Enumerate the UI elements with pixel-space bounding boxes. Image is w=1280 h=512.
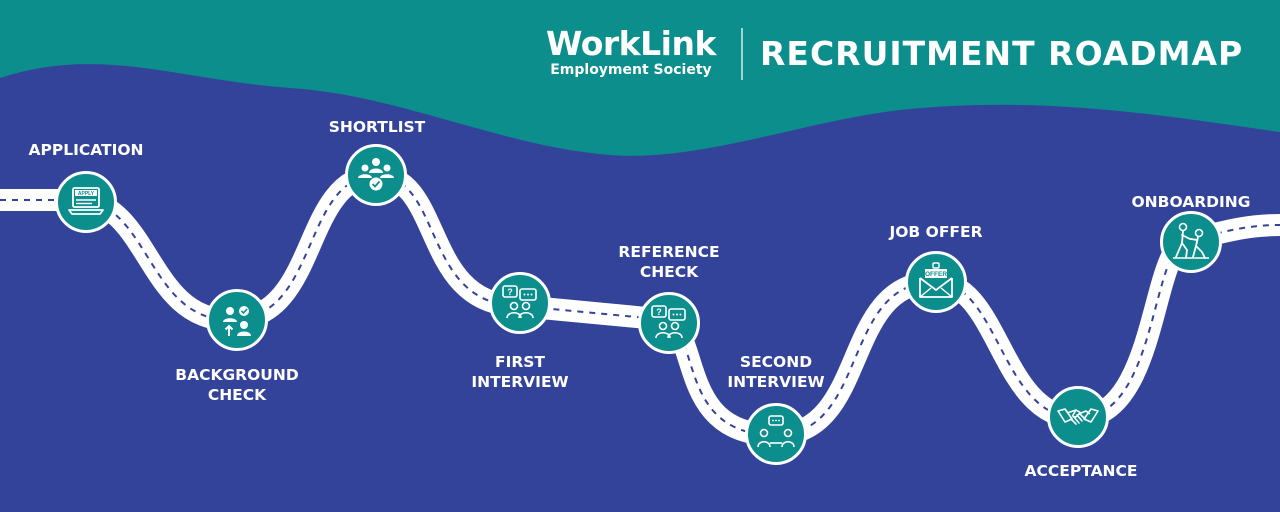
step-label-reference-check: REFERENCE CHECK: [618, 243, 720, 281]
brand-logo: WorkLink Employment Society: [546, 26, 716, 79]
helping-hand-icon: [1173, 222, 1209, 259]
step-label-application: APPLICATION: [28, 141, 144, 159]
step-node-second-interview: [745, 403, 807, 465]
people-check-icon: [223, 306, 251, 336]
step-node-acceptance: [1047, 386, 1109, 448]
handshake-icon: [1057, 408, 1099, 425]
step-node-reference-check: ?: [638, 292, 700, 354]
step-node-onboarding: [1160, 211, 1222, 273]
step-label-job-offer: JOB OFFER: [889, 223, 983, 241]
svg-text:OFFER: OFFER: [925, 271, 947, 278]
step-node-first-interview: ?: [489, 272, 551, 334]
road-center-line: [0, 173, 1280, 437]
step-label-background-check: BACKGROUND CHECK: [175, 366, 299, 404]
step-node-background-check: [206, 289, 268, 351]
header-divider: [741, 28, 743, 80]
svg-text:?: ?: [507, 287, 513, 297]
chat-bubbles-icon: ?: [651, 305, 686, 339]
brand-subtitle: Employment Society: [550, 62, 712, 78]
step-label-second-interview: SECOND INTERVIEW: [727, 353, 825, 391]
step-node-application: APPLY: [55, 171, 117, 233]
chat-bubbles-icon: ?: [502, 285, 537, 319]
offer-envelope-icon: OFFER: [919, 262, 953, 298]
step-label-shortlist: SHORTLIST: [328, 118, 426, 136]
apply-laptop-icon: APPLY: [68, 187, 104, 215]
step-label-first-interview: FIRST INTERVIEW: [471, 353, 569, 391]
page-title: RECRUITMENT ROADMAP: [760, 34, 1244, 73]
interview-icon: [757, 415, 795, 448]
svg-text:?: ?: [656, 307, 662, 317]
svg-text:APPLY: APPLY: [78, 191, 95, 197]
step-label-acceptance: ACCEPTANCE: [1024, 462, 1138, 480]
step-node-job-offer: OFFER: [905, 251, 967, 313]
brand-name: WorkLink: [546, 24, 716, 63]
step-node-shortlist: [345, 144, 407, 206]
group-check-icon: [358, 158, 394, 191]
step-label-onboarding: ONBOARDING: [1131, 193, 1251, 211]
header-wave: [0, 0, 1280, 156]
